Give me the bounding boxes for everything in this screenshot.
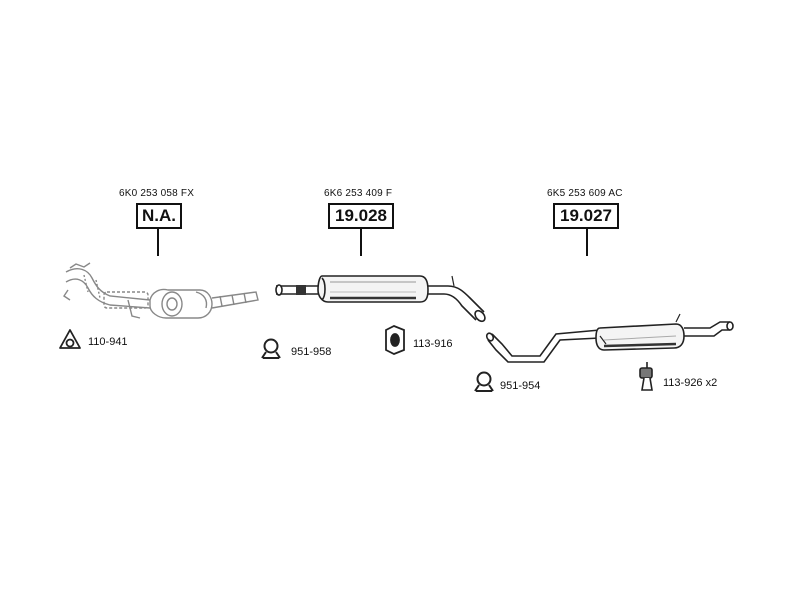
accessory-code: 113-926 x2 (663, 377, 718, 389)
reference-box-middle-silencer[interactable]: 19.028 (328, 203, 394, 229)
part-number-middle-silencer: 6K6 253 409 F (324, 188, 393, 199)
part-number-rear-silencer: 6K5 253 609 AC (547, 188, 623, 199)
part-number-catalyst: 6K0 253 058 FX (119, 188, 195, 199)
middle-silencer-drawing (275, 275, 486, 323)
catalytic-converter-drawing (63, 262, 259, 319)
reference-box-rear-silencer[interactable]: 19.027 (553, 203, 619, 229)
leader-line (586, 228, 588, 256)
accessory-code: 110-941 (88, 336, 128, 348)
accessory-code: 113-916 (413, 338, 453, 350)
accessory-code: 951-958 (291, 346, 332, 358)
leader-line (157, 228, 159, 256)
clamp-icon[interactable] (474, 371, 494, 392)
accessory-code: 951-954 (500, 380, 541, 392)
rubber-mount-icon[interactable] (385, 325, 405, 355)
reference-box-catalyst[interactable]: N.A. (136, 203, 182, 229)
gasket-icon[interactable] (59, 329, 81, 349)
hanger-icon[interactable] (639, 362, 653, 391)
leader-line (360, 228, 362, 256)
clamp-icon[interactable] (261, 338, 281, 359)
rear-silencer-drawing (485, 313, 734, 363)
